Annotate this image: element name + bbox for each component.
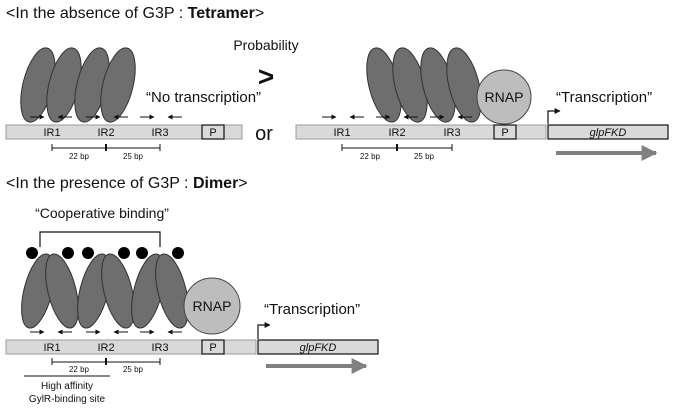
- ir2-label: IR2: [97, 127, 114, 139]
- promoter-label: P: [209, 127, 216, 139]
- gene-box-top: [547, 124, 669, 140]
- absence-header: <In the absence of G3P : Tetramer>: [6, 5, 264, 22]
- spacing-22bp-label: 22 bp: [360, 152, 381, 161]
- spacing-bracket: [341, 144, 453, 151]
- transcription-label-bottom: “Transcription”: [264, 301, 360, 318]
- transcription-start-arrow: [547, 108, 561, 124]
- rnap-label-top: RNAP: [485, 89, 524, 105]
- spacing-bracket: [51, 144, 161, 151]
- spacing-bracket: [51, 358, 161, 365]
- cooperative-bracket: [39, 231, 161, 247]
- transcription-label-top: “Transcription”: [556, 89, 652, 106]
- g3p-ligand: [172, 247, 184, 259]
- ir2-label: IR2: [388, 127, 405, 139]
- ir1-label: IR1: [43, 127, 60, 139]
- gylr-dimers: [21, 253, 189, 329]
- gene-label-top: glpFKD: [590, 127, 627, 139]
- spacing-25bp-label: 25 bp: [123, 365, 144, 374]
- high-affinity-label-line1: High affinity: [41, 381, 93, 392]
- spacing-22bp-label: 22 bp: [69, 152, 90, 161]
- promoter-label: P: [501, 127, 508, 139]
- ir3-label: IR3: [443, 127, 460, 139]
- spacing-22bp-label: 22 bp: [69, 365, 90, 374]
- dna-strand: [295, 124, 547, 140]
- gylr-monomer: [446, 47, 482, 123]
- gylr-tetramer-left: [20, 47, 136, 123]
- gylr-monomer: [101, 253, 135, 329]
- ir1-label: IR1: [333, 127, 350, 139]
- promoter-box: [201, 339, 225, 355]
- gylr-tetramer-right: [366, 47, 482, 123]
- tetramer-left-panel: “No transcription” P IR1 IR2 IR3 22 bp 2…: [5, 47, 261, 161]
- no-transcription-label: “No transcription”: [146, 89, 261, 106]
- g3p-ligand: [136, 247, 148, 259]
- ir3-label: IR3: [151, 127, 168, 139]
- transcription-start-arrow: [257, 322, 271, 339]
- gylr-monomer: [100, 47, 136, 123]
- promoter-box: [201, 124, 225, 140]
- dna-strand: [5, 124, 243, 140]
- g3p-ligand: [118, 247, 130, 259]
- g3p-ligand: [62, 247, 74, 259]
- g3p-ligands: [26, 247, 184, 259]
- spacing-25bp-label: 25 bp: [414, 152, 435, 161]
- gylr-monomer: [45, 253, 79, 329]
- ir3-label: IR3: [151, 342, 168, 354]
- greater-than-symbol: >: [258, 61, 274, 92]
- g3p-ligand: [82, 247, 94, 259]
- rnap-circle-top: [476, 69, 532, 125]
- dimer-panel: “Cooperative binding” RNAP “Transcriptio…: [5, 205, 379, 405]
- cooperative-binding-label: “Cooperative binding”: [35, 205, 169, 221]
- tetramer-right-panel: RNAP “Transcription” P glpFKD IR1 IR2 IR…: [295, 47, 669, 161]
- rnap-label-bottom: RNAP: [193, 298, 232, 314]
- ir2-label: IR2: [97, 342, 114, 354]
- gene-label-bottom: glpFKD: [300, 342, 337, 354]
- gene-box-bottom: [257, 339, 379, 355]
- g3p-ligand: [26, 247, 38, 259]
- high-affinity-label-line2: GylR-binding site: [29, 394, 106, 405]
- probability-label: Probability: [233, 37, 298, 53]
- ir1-label: IR1: [43, 342, 60, 354]
- promoter-box: [493, 124, 517, 140]
- rnap-circle-bottom: [183, 277, 241, 335]
- or-label: or: [255, 123, 273, 145]
- dna-strand: [5, 339, 257, 355]
- presence-header: <In the presence of G3P : Dimer>: [6, 175, 248, 192]
- spacing-25bp-label: 25 bp: [123, 152, 144, 161]
- gylr-monomer: [155, 253, 189, 329]
- promoter-label: P: [209, 342, 216, 354]
